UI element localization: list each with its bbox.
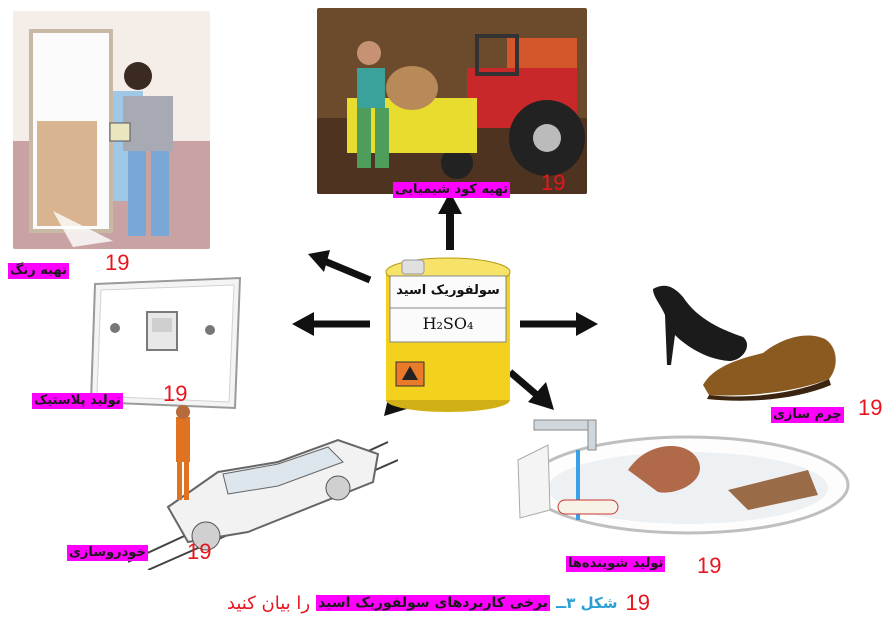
- car-scene: [127, 402, 399, 571]
- number-detergent: 19: [697, 553, 722, 578]
- arrow-up: [420, 190, 480, 274]
- number-paint: 19: [105, 250, 130, 275]
- number-car: 19: [187, 539, 212, 564]
- acid-barrel: [378, 250, 518, 415]
- number-leather: 19: [858, 395, 883, 420]
- label-paint: تهیه رنگ: [8, 263, 69, 279]
- plastic-scene: [85, 276, 245, 414]
- barrel-title: سولفوریک اسید: [396, 283, 500, 298]
- paint-scene: [13, 11, 210, 249]
- number-plastic: 19: [163, 381, 188, 406]
- label-plastic: تولید پلاستیک: [32, 393, 123, 409]
- caption-highlight: برخی کاربردهای سولفوریک اسید: [316, 595, 550, 611]
- caption-suffix: را بیان کنید: [226, 592, 311, 614]
- detergent-scene: [478, 400, 853, 540]
- label-fertilizer: تهیه کود شیمیایی: [393, 182, 511, 198]
- label-detergent: تولید شوینده‌ها: [566, 556, 666, 572]
- caption-prefix: شکل ۳ــ: [556, 594, 618, 612]
- barrel-formula: H₂SO₄: [422, 314, 474, 333]
- number-fertilizer: 19: [541, 170, 566, 195]
- fertilizer-scene: [317, 8, 587, 194]
- caption-number: 19: [625, 590, 650, 615]
- label-car: خودروسازی: [67, 545, 148, 561]
- leather-scene: [643, 275, 843, 405]
- label-leather: چرم سازی: [771, 407, 844, 423]
- caption: 19 شکل ۳ــ برخی کاربردهای سولفوریک اسید …: [0, 592, 650, 614]
